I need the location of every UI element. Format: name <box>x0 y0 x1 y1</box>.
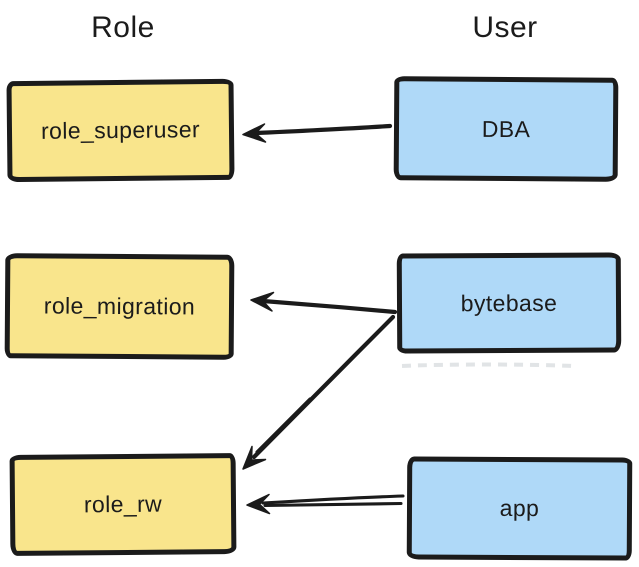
arrow-bytebase-to-role-migration <box>250 291 398 315</box>
arrow-dba-to-role-superuser <box>242 123 393 143</box>
arrow-app-to-role-rw <box>246 493 405 515</box>
node-dba-label: DBA <box>481 115 531 142</box>
node-role-rw: role_rw <box>9 453 237 556</box>
node-role-rw-label: role_rw <box>83 490 163 518</box>
column-heading-role: Role <box>91 11 155 44</box>
ghost-stroke <box>401 362 575 368</box>
node-app-label: app <box>499 494 540 522</box>
node-role-superuser-label: role_superuser <box>40 116 201 144</box>
arrow-bytebase-to-role-rw <box>242 314 396 470</box>
node-dba: DBA <box>393 76 619 182</box>
column-heading-user: User <box>472 11 538 44</box>
node-bytebase: bytebase <box>396 252 622 354</box>
node-app: app <box>406 456 633 561</box>
node-role-migration: role_migration <box>4 253 235 360</box>
node-bytebase-label: bytebase <box>460 289 558 316</box>
node-role-superuser: role_superuser <box>6 78 235 183</box>
node-role-migration-label: role_migration <box>43 292 196 320</box>
